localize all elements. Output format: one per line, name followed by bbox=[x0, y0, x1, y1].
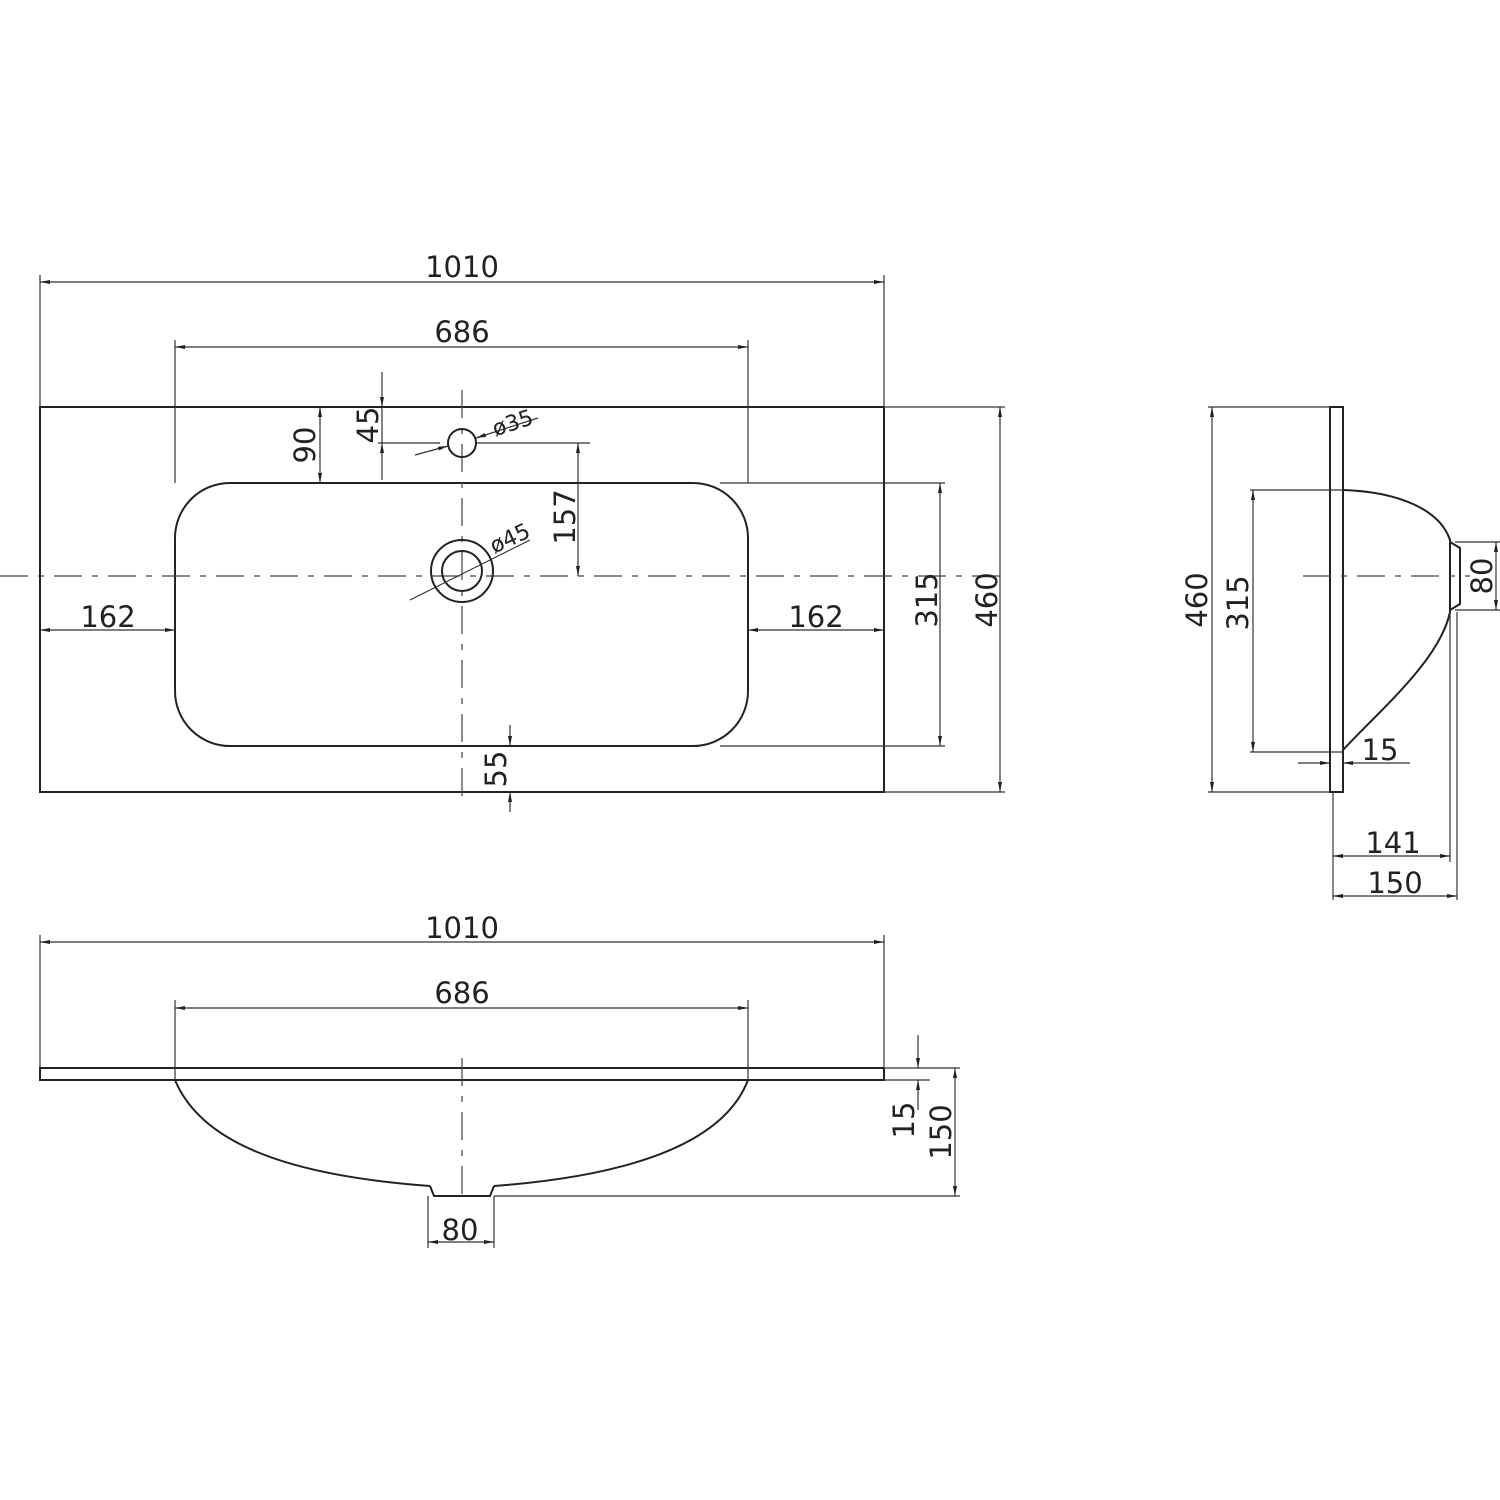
front-dim-basin-width: 686 bbox=[434, 976, 489, 1010]
front-dim-total-height: 150 bbox=[924, 1104, 958, 1159]
front-dimension-lines bbox=[39, 935, 960, 1248]
drain-outer bbox=[430, 539, 494, 603]
top-view: 1010 686 90 45 ø35 157 ø45 162 162 315 4… bbox=[0, 250, 1010, 812]
dim-drain-diameter: ø45 bbox=[486, 519, 534, 559]
dim-overall-depth: 460 bbox=[970, 572, 1004, 627]
side-drain bbox=[1449, 541, 1461, 611]
side-view: 460 315 80 15 141 150 bbox=[1180, 406, 1500, 900]
side-dim-overall-depth: 460 bbox=[1180, 572, 1214, 627]
dim-tap-offset: 45 bbox=[351, 407, 385, 444]
side-dim-bowl-height: 141 bbox=[1365, 826, 1420, 860]
dim-tap-offset-edge: 90 bbox=[288, 427, 322, 464]
side-plate bbox=[1329, 406, 1344, 793]
front-drain bbox=[429, 1185, 495, 1197]
dim-tap-hole-diameter: ø35 bbox=[489, 406, 536, 443]
side-dim-drain-width: 80 bbox=[1465, 558, 1499, 595]
front-dim-overall-width: 1010 bbox=[425, 911, 499, 945]
dim-basin-width: 686 bbox=[434, 315, 489, 349]
dim-front-margin: 55 bbox=[479, 751, 513, 788]
dim-basin-depth: 315 bbox=[910, 572, 944, 627]
front-bowl bbox=[174, 1079, 749, 1187]
side-dim-total-height: 150 bbox=[1367, 866, 1422, 900]
side-dim-plate-thickness: 15 bbox=[1362, 733, 1399, 767]
dim-right-margin: 162 bbox=[788, 600, 843, 634]
top-dimension-lines bbox=[39, 275, 1005, 812]
drain-inner bbox=[441, 550, 483, 592]
dim-tap-to-drain: 157 bbox=[548, 489, 582, 544]
front-view: 1010 686 15 150 80 bbox=[39, 911, 960, 1248]
side-dim-basin-depth: 315 bbox=[1221, 575, 1255, 630]
front-dim-plate-thickness: 15 bbox=[887, 1102, 921, 1139]
side-dimension-lines bbox=[1208, 406, 1500, 900]
front-dim-drain-width: 80 bbox=[442, 1213, 479, 1247]
dim-left-margin: 162 bbox=[80, 600, 135, 634]
side-bowl bbox=[1342, 489, 1451, 751]
dim-overall-width: 1010 bbox=[425, 250, 499, 284]
